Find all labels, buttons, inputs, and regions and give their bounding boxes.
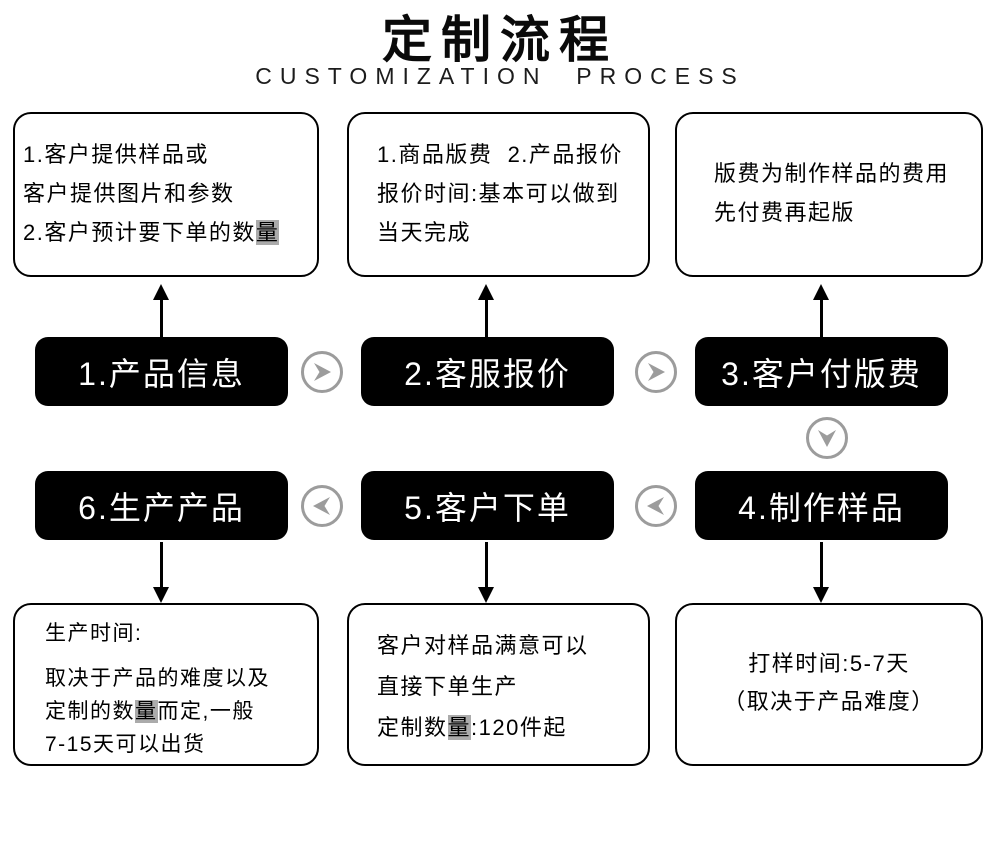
flow-up-arrow (813, 284, 829, 337)
step-4-make-sample: 4.制作样品 (695, 471, 948, 540)
next-step-down-arrow-icon (806, 417, 848, 459)
detail-box-product-info: 1.客户提供样品或 客户提供图片和参数 2.客户预计要下单的数量 (13, 112, 319, 277)
text-line: 取决于产品的难度以及 (45, 667, 270, 690)
text-line: 生产时间: (45, 622, 143, 645)
next-step-right-arrow-icon (301, 351, 343, 393)
next-step-left-arrow-icon (301, 485, 343, 527)
next-step-right-arrow-icon (635, 351, 677, 393)
page-subtitle: CUSTOMIZATION PROCESS (255, 63, 745, 89)
flow-up-arrow (478, 284, 494, 337)
text-line: 先付费再起版 (714, 200, 856, 225)
step-3-pay-plate-fee: 3.客户付版费 (695, 337, 948, 406)
text-line: 定制数量:120件起 (377, 715, 567, 740)
step-1-product-info: 1.产品信息 (35, 337, 288, 406)
flow-down-arrow (478, 542, 494, 603)
next-step-left-arrow-icon (635, 485, 677, 527)
text-line: 客户对样品满意可以 (377, 633, 589, 658)
detail-box-production-time: 生产时间: 取决于产品的难度以及 定制的数量而定,一般 7-15天可以出货 (13, 603, 319, 766)
step-2-service-quote: 2.客服报价 (361, 337, 614, 406)
text-line: 当天完成 (377, 220, 472, 245)
text-line: 2.客户预计要下单的数量 (23, 220, 280, 245)
text-line: 客户提供图片和参数 (23, 181, 235, 206)
text-line: （取决于产品难度） (723, 689, 935, 714)
detail-box-quote: 1.商品版费 2.产品报价 报价时间:基本可以做到 当天完成 (347, 112, 650, 277)
detail-box-sampling-time: 打样时间:5-7天 （取决于产品难度） (675, 603, 983, 766)
step-6-production: 6.生产产品 (35, 471, 288, 540)
text-line: 直接下单生产 (377, 674, 519, 699)
text-line: 7-15天可以出货 (45, 733, 206, 756)
detail-box-plate-fee: 版费为制作样品的费用 先付费再起版 (675, 112, 983, 277)
text-line: 报价时间:基本可以做到 (377, 181, 620, 206)
text-line: 定制的数量而定,一般 (45, 700, 255, 723)
flow-down-arrow (813, 542, 829, 603)
text-line: 1.客户提供样品或 (23, 142, 209, 167)
text-line: 版费为制作样品的费用 (714, 161, 950, 186)
text-line: 1.商品版费 2.产品报价 (377, 142, 623, 167)
flow-down-arrow (153, 542, 169, 603)
text-line: 打样时间:5-7天 (748, 651, 910, 676)
page-title: 定制流程 (382, 12, 618, 68)
flow-up-arrow (153, 284, 169, 337)
detail-box-order: 客户对样品满意可以 直接下单生产 定制数量:120件起 (347, 603, 650, 766)
step-5-place-order: 5.客户下单 (361, 471, 614, 540)
